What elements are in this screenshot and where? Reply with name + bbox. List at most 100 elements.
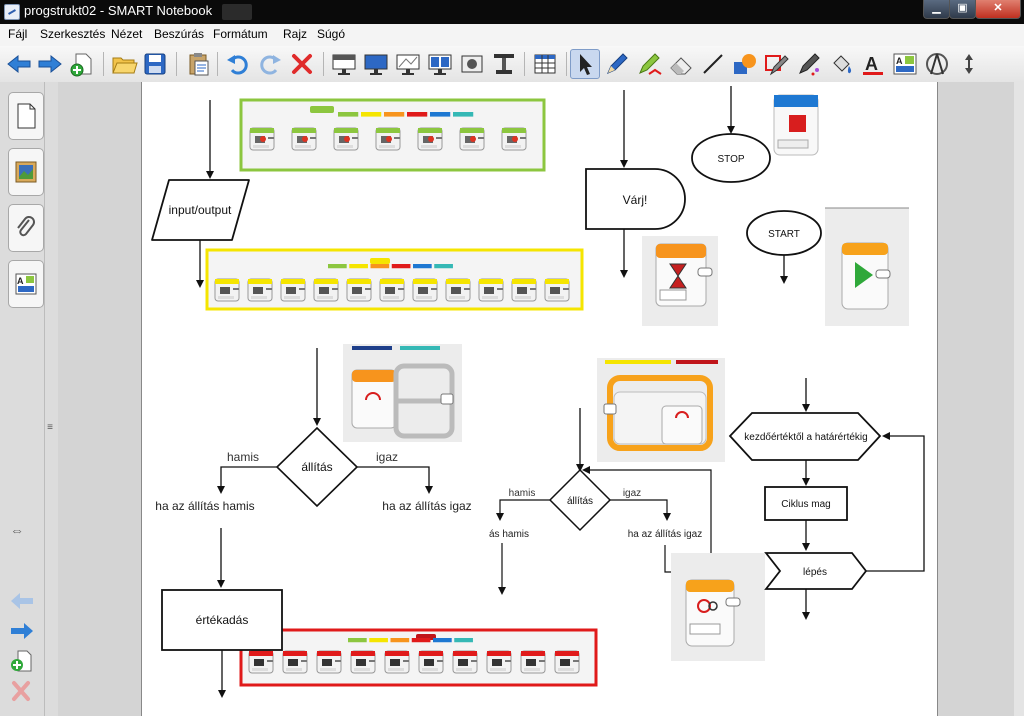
capture-icon[interactable] <box>458 50 486 78</box>
title-ghost-tab <box>222 4 252 20</box>
back-arrow-icon[interactable] <box>5 50 33 78</box>
ev3-data-palette[interactable] <box>239 628 598 687</box>
table-icon[interactable] <box>531 50 559 78</box>
delete-page-button[interactable] <box>8 680 36 702</box>
menu-file[interactable]: Fájl <box>8 27 28 41</box>
page-sorter-icon <box>17 103 36 129</box>
close-window-button[interactable]: ✕ <box>975 0 1021 19</box>
window-title: progstrukt02 - SMART Notebook <box>24 3 213 18</box>
decision-left-true-label: igaz <box>376 450 398 464</box>
document-camera-icon[interactable] <box>490 50 518 78</box>
side-tab-bar: A ≡ ⇔ <box>0 82 58 716</box>
assignment-label: értékadás <box>196 613 249 627</box>
eraser-icon[interactable] <box>667 50 695 78</box>
paste-icon[interactable] <box>184 50 212 78</box>
sidebar-collapse-handle[interactable]: ≡ <box>47 422 53 433</box>
delete-page-icon <box>12 681 30 701</box>
loop-body-label: Ciklus mag <box>781 499 830 510</box>
next-page-icon <box>11 623 33 639</box>
ev3-loop-block-middle[interactable] <box>597 358 725 462</box>
loop-step-label: lépés <box>803 567 827 578</box>
menu-help[interactable]: Súgó <box>317 27 346 41</box>
creative-pen-icon[interactable] <box>635 50 663 78</box>
delete-icon[interactable] <box>288 50 316 78</box>
previous-page-icon <box>11 593 33 609</box>
toolbar: A A <box>0 46 1024 83</box>
ev3-loop-interrupt-block[interactable] <box>671 553 765 661</box>
attachments-tab[interactable] <box>8 204 44 252</box>
gallery-icon <box>15 161 37 183</box>
open-folder-icon[interactable] <box>110 50 138 78</box>
fill-icon[interactable] <box>827 50 855 78</box>
text-icon[interactable]: A <box>859 50 887 78</box>
add-page-sidebar-button[interactable] <box>8 650 36 672</box>
ev3-action-palette[interactable] <box>239 98 546 172</box>
svg-text:A: A <box>865 54 878 74</box>
svg-text:A: A <box>896 56 903 66</box>
shapes-icon[interactable] <box>731 50 759 78</box>
decision-middle-true-label: igaz <box>623 488 641 499</box>
menu-format[interactable]: Formátum <box>213 27 268 41</box>
undo-icon[interactable] <box>224 50 252 78</box>
forward-arrow-icon[interactable] <box>36 50 64 78</box>
ev3-sensor-palette[interactable] <box>205 248 584 311</box>
ev3-stop-block[interactable] <box>773 94 819 156</box>
decision-middle[interactable]: állítás hamis igaz ás hamis ha az állítá… <box>489 408 712 595</box>
page-sorter-tab[interactable] <box>8 92 44 140</box>
decision-left-false-branch: ha az állítás hamis <box>155 499 254 513</box>
sidebar-resize-icon[interactable]: ⇔ <box>10 522 24 538</box>
dual-page-icon[interactable] <box>426 50 454 78</box>
start-label: START <box>768 229 800 240</box>
redo-icon[interactable] <box>256 50 284 78</box>
pen-icon[interactable] <box>603 50 631 78</box>
attachments-icon <box>17 216 35 237</box>
next-page-button[interactable] <box>8 620 36 642</box>
transparent-background-icon[interactable] <box>394 50 422 78</box>
properties-tab-icon: A <box>15 273 37 295</box>
start-shape[interactable]: START <box>746 210 822 284</box>
input-output-label: input/output <box>169 203 232 217</box>
magic-pen-icon[interactable] <box>795 50 823 78</box>
assignment-shape[interactable]: értékadás <box>161 528 283 698</box>
decision-middle-true-branch: ha az állítás igaz <box>628 529 703 540</box>
vertical-scrollbar[interactable] <box>1014 82 1024 716</box>
loop-range-label: kezdőértéktől a határértékig <box>744 432 867 443</box>
properties-tab[interactable]: A <box>8 260 44 308</box>
decision-middle-false-branch: ás hamis <box>489 529 529 540</box>
add-page-icon[interactable] <box>68 50 96 78</box>
previous-page-button[interactable] <box>8 590 36 612</box>
toolbar-position-icon[interactable] <box>955 50 983 78</box>
decision-left-true-branch: ha az állítás igaz <box>382 499 471 513</box>
screen-shade-icon[interactable] <box>330 50 358 78</box>
decision-left[interactable]: állítás hamis igaz ha az állítás hamis h… <box>155 348 472 513</box>
wait-label: Várj! <box>623 193 648 207</box>
decision-left-false-label: hamis <box>227 450 259 464</box>
full-screen-icon[interactable] <box>362 50 390 78</box>
menu-insert[interactable]: Beszúrás <box>154 27 205 41</box>
gallery-tab[interactable] <box>8 148 44 196</box>
title-bar: progstrukt02 - SMART Notebook ▁ ▣ ✕ <box>0 0 1024 24</box>
input-output-shape[interactable]: input/output <box>151 100 250 288</box>
add-page-sidebar-icon <box>11 650 32 672</box>
shape-pen-icon[interactable] <box>763 50 791 78</box>
ev3-switch-block-left[interactable] <box>343 344 462 442</box>
menu-view[interactable]: Nézet <box>111 27 143 41</box>
ev3-wait-block[interactable] <box>642 236 718 326</box>
measurement-tools-icon[interactable] <box>923 50 951 78</box>
counted-loop[interactable]: kezdőértéktől a határértékig Ciklus mag … <box>728 378 925 620</box>
properties-icon[interactable]: A <box>891 50 919 78</box>
wait-shape[interactable]: Várj! <box>585 90 686 278</box>
decision-middle-false-label: hamis <box>509 488 536 499</box>
smart-notebook-app-icon[interactable] <box>4 4 20 20</box>
ev3-start-block[interactable] <box>825 207 909 326</box>
menu-draw[interactable]: Rajz <box>283 27 308 41</box>
stop-label: STOP <box>717 154 744 165</box>
decision-middle-statement: állítás <box>567 496 593 507</box>
svg-text:A: A <box>17 276 24 286</box>
select-icon[interactable] <box>570 49 600 79</box>
menu-edit[interactable]: Szerkesztés <box>40 27 106 41</box>
stop-shape[interactable]: STOP <box>691 86 771 183</box>
save-icon[interactable] <box>141 50 169 78</box>
line-icon[interactable] <box>699 50 727 78</box>
